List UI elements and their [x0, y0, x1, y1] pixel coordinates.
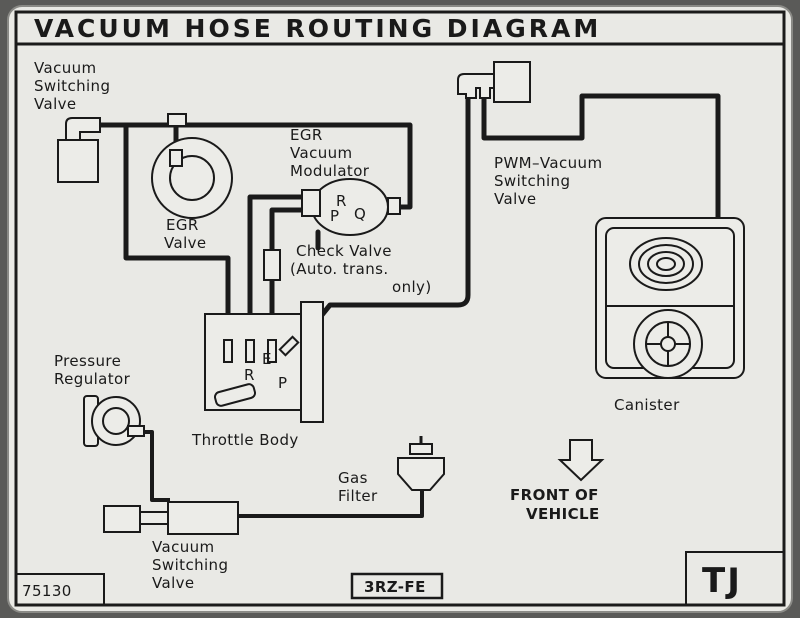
regulator-nipple	[127, 425, 145, 437]
hose-regulator-to-vsv	[140, 430, 170, 502]
check-valve-label-3: only)	[392, 278, 432, 296]
vsv-bottom-left-body	[103, 505, 141, 533]
egr-valve	[151, 113, 233, 219]
modulator-port-q: Q	[354, 205, 366, 223]
front-of-vehicle-label-2: VEHICLE	[526, 505, 600, 523]
gas-filter-cap	[409, 443, 433, 455]
pwm-vsv-label-2: Switching	[494, 172, 570, 190]
pwm-vacuum-switching-valve	[457, 61, 531, 103]
charcoal-canister	[595, 217, 745, 379]
check-valve-label-1: Check Valve	[296, 242, 392, 260]
gas-filter-label-2: Filter	[338, 487, 378, 505]
egr-valve-label-2: Valve	[164, 234, 207, 252]
part-labels: Vacuum Switching Valve EGR Valve EGR Vac…	[34, 59, 680, 592]
canister-coil-4	[656, 257, 676, 271]
check-valve-body	[263, 249, 281, 281]
egr-modulator-label-1: EGR	[290, 126, 323, 144]
vsv-top-elbow	[65, 117, 101, 141]
vacuum-switching-valve-top	[57, 117, 101, 183]
diagram-border	[14, 10, 786, 607]
canister-coil-1	[629, 237, 703, 291]
throttle-body-side	[300, 301, 324, 423]
throttle-port-r: R	[244, 366, 255, 384]
vsv-bottom-label-3: Valve	[152, 574, 195, 592]
vsv-bottom-joint	[139, 511, 169, 525]
vsv-bottom-main-body	[167, 501, 239, 535]
pwm-vsv-label-3: Valve	[494, 190, 537, 208]
pressure-regulator-label-2: Regulator	[54, 370, 131, 388]
pwm-vsv-ports	[457, 73, 495, 99]
part-number: 75130	[22, 582, 72, 600]
check-valve-label-2: (Auto. trans.	[290, 260, 388, 278]
canister-port-center	[660, 336, 676, 352]
engine-code: 3RZ-FE	[364, 578, 426, 596]
canister-coil-2	[638, 244, 694, 284]
hose-pwm-to-throttle	[289, 89, 471, 355]
egr-vacuum-modulator	[301, 178, 401, 236]
throttle-port-2	[245, 339, 255, 363]
throttle-plate	[213, 383, 257, 407]
modulator-body	[311, 178, 389, 236]
tj-tag-frame	[685, 551, 784, 605]
throttle-port-4	[278, 335, 300, 357]
vsv-bottom-label-1: Vacuum	[152, 538, 215, 556]
vacuum-switching-valve-bottom	[103, 501, 239, 535]
throttle-port-e: E	[262, 350, 272, 368]
egr-valve-label-1: EGR	[166, 216, 199, 234]
canister-coil-3	[647, 251, 685, 277]
check-valve	[263, 249, 281, 281]
hose-vsv-top-to-throttle	[123, 122, 231, 355]
canister-port-spokes	[646, 322, 690, 366]
pwm-vsv-label-1: PWM–Vacuum	[494, 154, 602, 172]
throttle-body-label: Throttle Body	[191, 431, 299, 449]
gas-filter-label-1: Gas	[338, 469, 368, 487]
throttle-port-p: P	[278, 374, 287, 392]
gas-filter	[397, 436, 445, 491]
modulator-port-r: R	[336, 192, 347, 210]
egr-nipple	[169, 149, 183, 167]
front-arrow-icon	[557, 439, 605, 482]
egr-modulator-label-2: Vacuum	[290, 144, 353, 162]
hose-vsv-bottom-to-filter	[238, 488, 424, 518]
vsv-top-body	[57, 139, 99, 183]
egr-tee	[167, 113, 187, 127]
modulator-port-p: P	[330, 207, 339, 225]
modulator-right-fitting	[387, 197, 401, 215]
diagram-title: VACUUM HOSE ROUTING DIAGRAM	[34, 14, 601, 43]
vsv-bottom-label-2: Switching	[152, 556, 228, 574]
egr-modulator-label-3: Modulator	[290, 162, 370, 180]
vsv-top-label-2: Switching	[34, 77, 110, 95]
modulator-left-fitting	[301, 189, 321, 217]
engine-tag-frame	[350, 572, 444, 600]
front-of-vehicle-label-1: FRONT OF	[510, 486, 599, 504]
throttle-body	[204, 301, 324, 423]
gas-filter-body	[397, 457, 445, 491]
pressure-regulator-label-1: Pressure	[54, 352, 121, 370]
vsv-top-label-1: Vacuum	[34, 59, 97, 77]
hose-modulator-r-to-throttle	[247, 194, 323, 355]
vsv-top-label-3: Valve	[34, 95, 77, 113]
part-number-frame	[16, 573, 105, 605]
pressure-regulator	[83, 395, 145, 447]
throttle-port-3	[267, 339, 277, 363]
pwm-vsv-body	[493, 61, 531, 103]
canister-label: Canister	[614, 396, 680, 414]
tj-code: TJ	[702, 561, 742, 601]
regulator-core	[102, 407, 130, 435]
throttle-port-1	[223, 339, 233, 363]
